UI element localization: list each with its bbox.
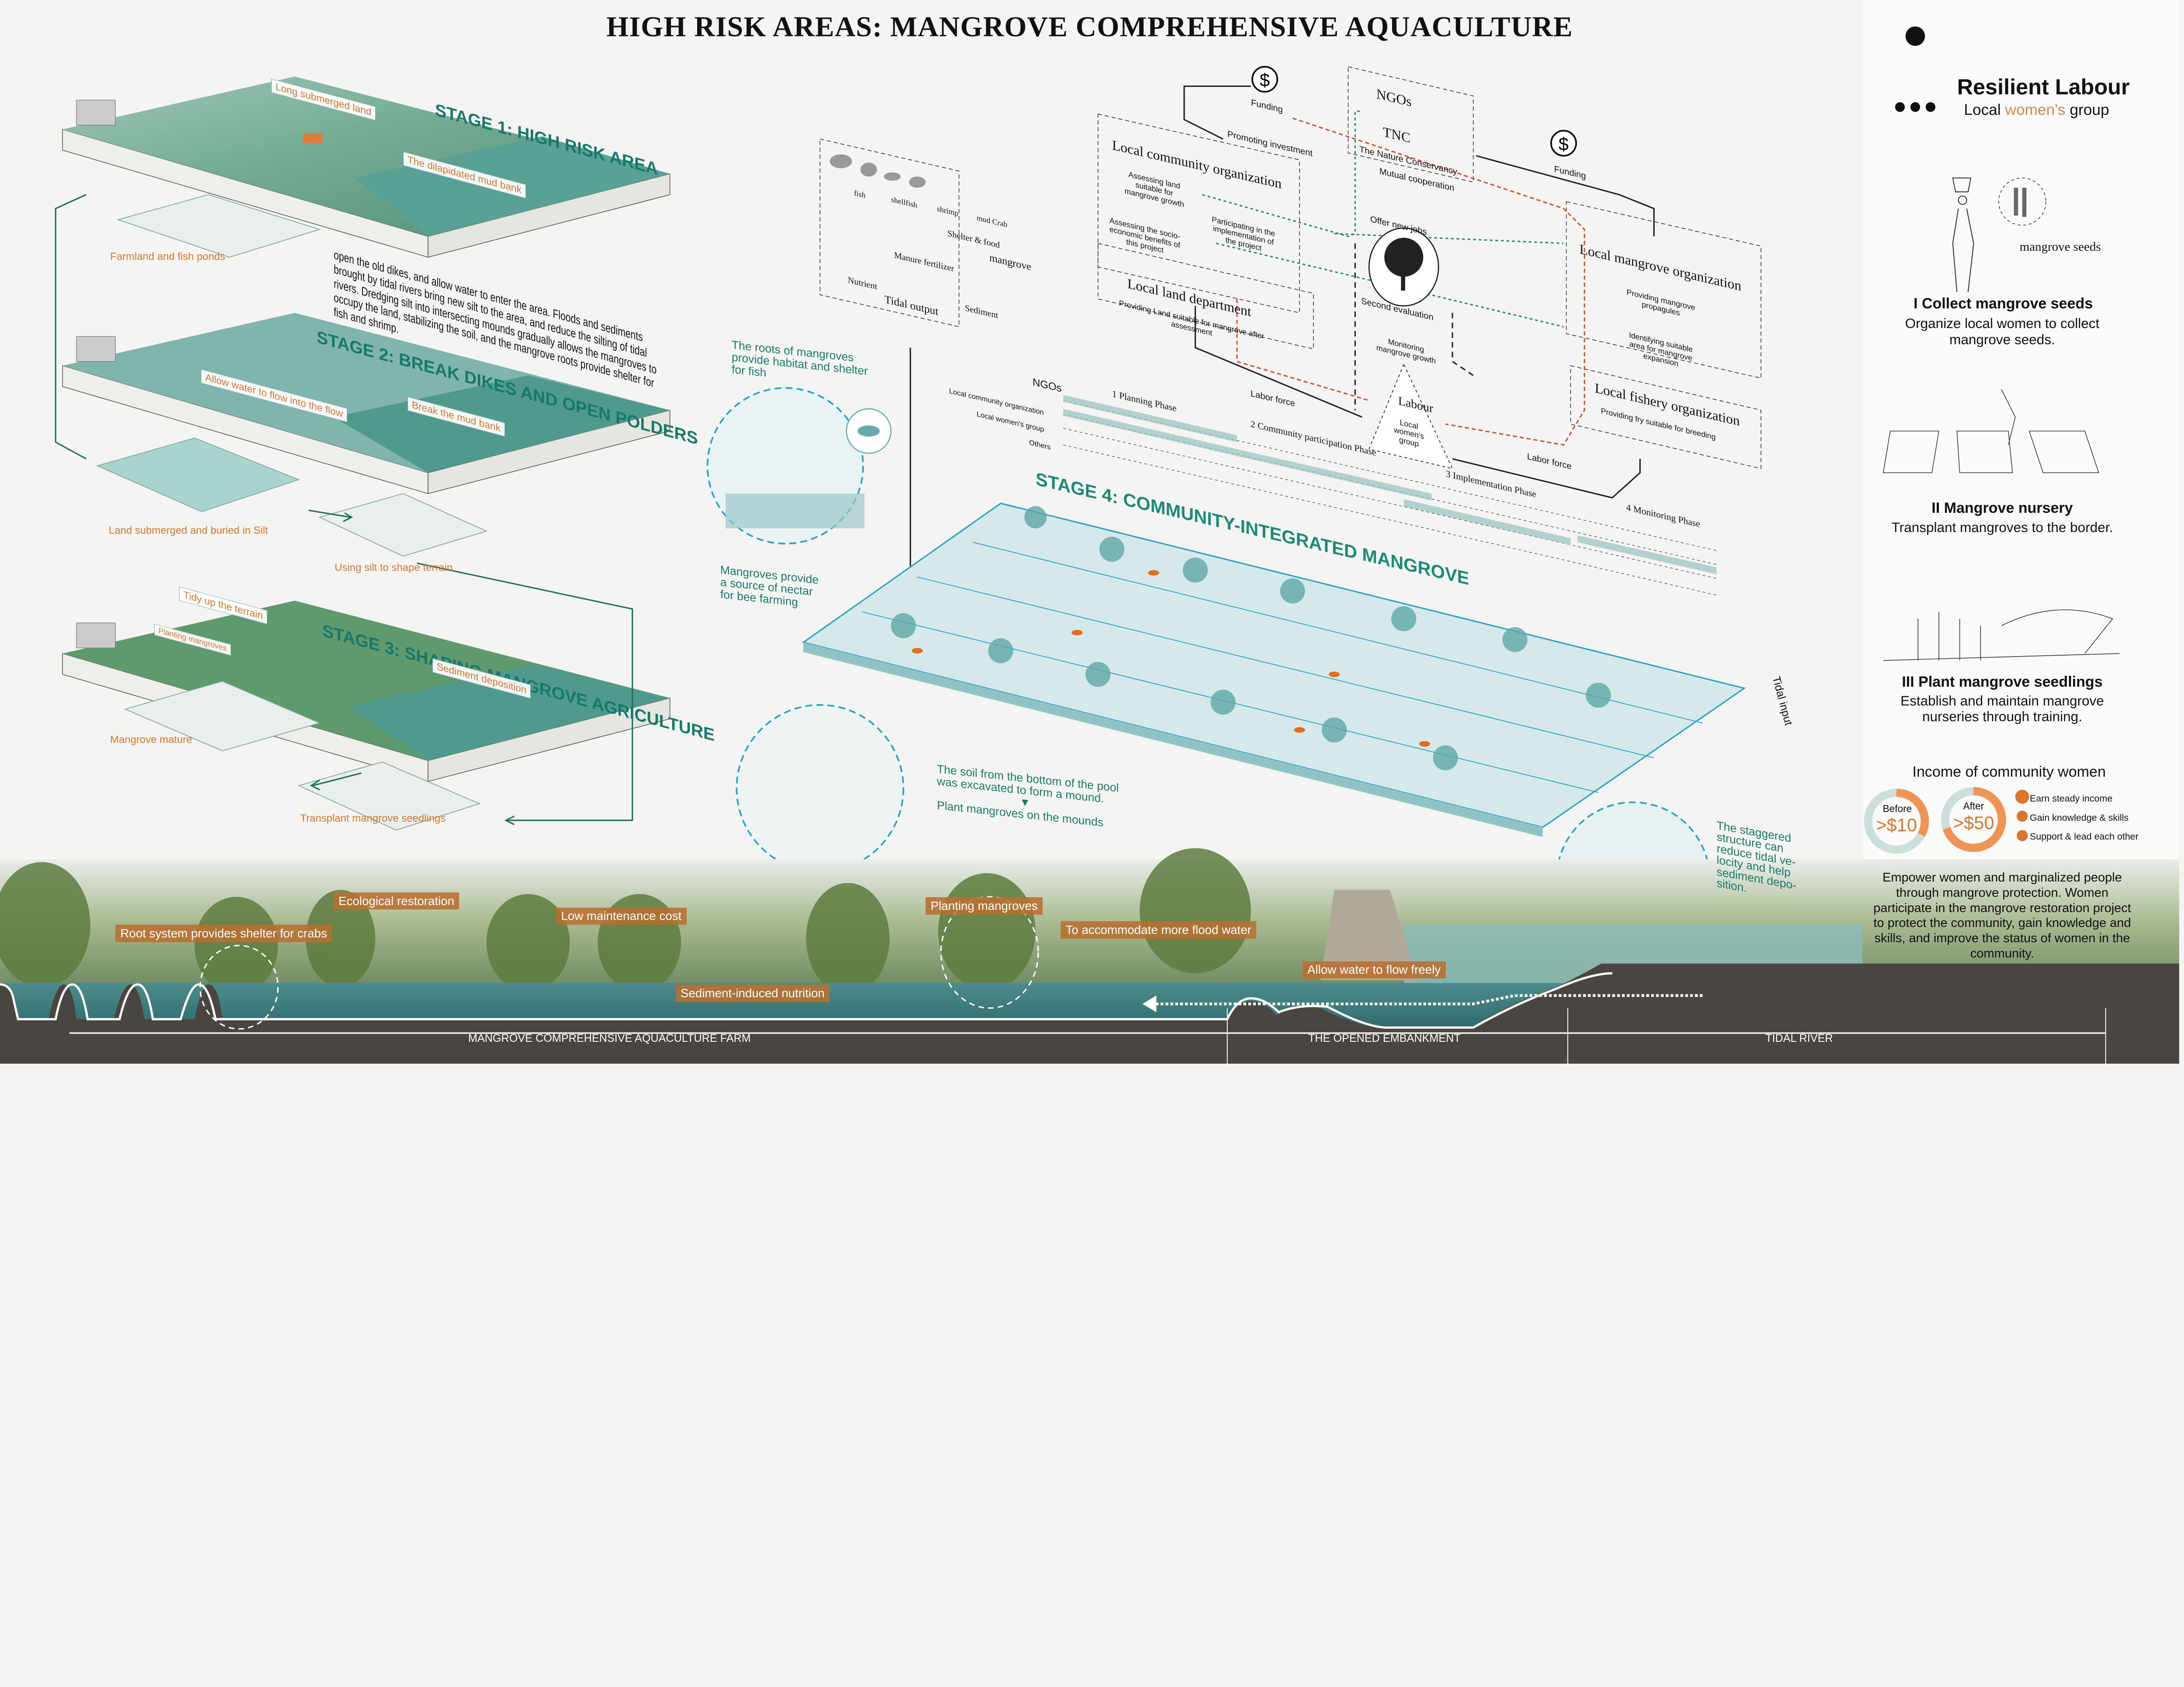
zone-dividers xyxy=(1227,1008,2106,1064)
mound-detail-circle xyxy=(736,704,905,873)
resilient-labour-title: Resilient Labour xyxy=(1957,74,2130,99)
empower-line: participate in the mangrove restoration … xyxy=(1873,901,2131,915)
empower-line: through mangrove protection. Women xyxy=(1896,886,2108,900)
after-label: After xyxy=(1963,800,1984,812)
before-label: Before xyxy=(1883,802,1912,814)
step-2-desc: Transplant mangroves to the border. xyxy=(1891,519,2113,535)
planting-illustration xyxy=(1883,609,2120,661)
empower-line: skills, and improve the status of women … xyxy=(1874,931,2130,946)
tag-low-maintenance: Low maintenance cost xyxy=(556,907,687,925)
stage2-label-land-submerged: Land submerged and buried in Silt xyxy=(109,525,268,537)
empower-line: Empower women and marginalized people xyxy=(1882,871,2122,885)
stage-flow-arrows xyxy=(55,194,633,825)
fish-icons xyxy=(829,154,926,188)
labour-triangle xyxy=(1368,363,1453,470)
women-icons xyxy=(1895,26,1935,112)
tag-ecological-restoration: Ecological restoration xyxy=(333,892,460,910)
network-boxes xyxy=(819,66,1762,469)
empower-line: community. xyxy=(1970,946,2034,961)
phase-band-1 xyxy=(1063,394,1237,442)
svg-text:$: $ xyxy=(1260,70,1270,90)
land-dept-box xyxy=(1097,243,1314,349)
zone-opened-embankment: THE OPENED EMBANKMENT xyxy=(1308,1032,1461,1045)
step-3-title: III Plant mangrove seedlings xyxy=(1902,673,2103,690)
nursery-illustration xyxy=(1883,389,2099,474)
staggered-caption: The staggered structure can reduce tidal… xyxy=(1717,819,1796,903)
phase-band-3 xyxy=(1403,499,1571,545)
seeds-circle xyxy=(1998,177,2046,226)
flow-arrowhead xyxy=(1142,996,1157,1013)
section-profile-line xyxy=(0,972,1613,1029)
mangrove-tree-icon xyxy=(1368,227,1439,307)
stage4-platform xyxy=(802,502,1746,837)
fishery-org-box xyxy=(1570,365,1762,469)
tag-root-system: Root system provides shelter for crabs xyxy=(115,925,332,942)
mangrove-seeds-label: mangrove seeds xyxy=(2019,239,2101,254)
phase-band-4 xyxy=(1577,535,1717,574)
flow-direction-arrow xyxy=(1154,994,1703,1006)
subtitle-part: group xyxy=(2065,101,2109,119)
poster-graphics: $ $ xyxy=(0,26,2180,1064)
stage1-label-farmland: Farmland and fish ponds xyxy=(110,250,225,263)
tag-planting-mangroves: Planting mangroves xyxy=(926,897,1043,915)
benefit-support: Support & lead each other xyxy=(2029,831,2139,842)
step-1-desc: Organize local women to collect mangrove… xyxy=(1881,315,2123,347)
desc-line: mangrove seeds. xyxy=(1949,331,2055,347)
zone-aquaculture-farm: MANGROVE COMPREHENSIVE AQUACULTURE FARM xyxy=(468,1032,751,1045)
phase-bands xyxy=(1063,394,1717,574)
phase-band-2 xyxy=(1237,449,1432,501)
tag-sediment-nutrition: Sediment-induced nutrition xyxy=(675,985,830,1002)
benefit-knowledge: Gain knowledge & skills xyxy=(2029,812,2129,823)
desc-line: Organize local women to collect xyxy=(1905,315,2100,331)
income-donuts xyxy=(1864,787,2006,854)
desc-line: nurseries through training. xyxy=(1922,709,2082,725)
section-ground xyxy=(0,963,2180,1064)
tag-allow-water: Allow water to flow freely xyxy=(1302,961,1446,979)
stage3-label-mature: Mangrove mature xyxy=(110,734,192,746)
poster-title: HIGH RISK AREAS: MANGROVE COMPREHENSIVE … xyxy=(606,11,1573,43)
roots-water xyxy=(725,493,865,529)
resilient-labour-subtitle: Local women's group xyxy=(1964,101,2109,119)
benefit-income: Earn steady income xyxy=(2029,793,2113,804)
woman-carrying-basket-illustration xyxy=(1952,177,1974,292)
empower-paragraph: Empower women and marginalized people th… xyxy=(1865,870,2140,961)
subtitle-part: Local xyxy=(1964,101,2005,119)
ngos-box xyxy=(1348,66,1474,183)
mangrove-org-box xyxy=(1566,201,1762,379)
bee-icon xyxy=(846,408,892,454)
svg-text:$: $ xyxy=(1559,134,1569,154)
stage2-label-using-silt: Using silt to shape terrain xyxy=(335,562,453,574)
after-value: >$50 xyxy=(1953,812,1994,833)
step-3-desc: Establish and maintain mangrove nurserie… xyxy=(1881,693,2123,725)
dollar-icon: $ $ xyxy=(1251,66,1577,157)
income-title: Income of community women xyxy=(1912,763,2106,780)
tag-flood-water: To accommodate more flood water xyxy=(1061,921,1257,939)
subtitle-accent: women's xyxy=(2005,101,2066,119)
mangrove-seeds-icon xyxy=(2014,187,2027,217)
empower-line: to protect the community, gain knowledge… xyxy=(1873,916,2131,930)
phase-band-1b xyxy=(1063,408,1237,456)
benefit-icons xyxy=(2015,789,2029,841)
small-platforms xyxy=(96,194,488,831)
desc-line: Establish and maintain mangrove xyxy=(1900,692,2104,709)
stage3-label-transplant: Transplant mangrove seedlings xyxy=(300,812,446,825)
zone-tidal-river: TIDAL RIVER xyxy=(1765,1032,1833,1045)
before-value: >$10 xyxy=(1876,815,1917,836)
step-2-title: II Mangrove nursery xyxy=(1932,500,2073,517)
step-1-title: I Collect mangrove seeds xyxy=(1913,295,2093,312)
